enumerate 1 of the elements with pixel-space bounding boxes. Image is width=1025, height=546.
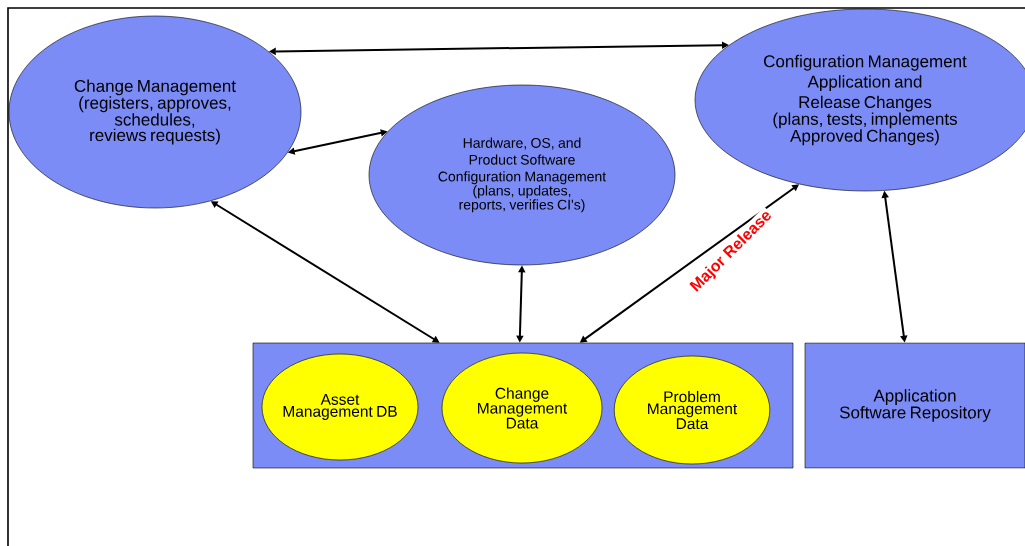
repository-box: Application Software Repository: [804, 342, 1025, 469]
